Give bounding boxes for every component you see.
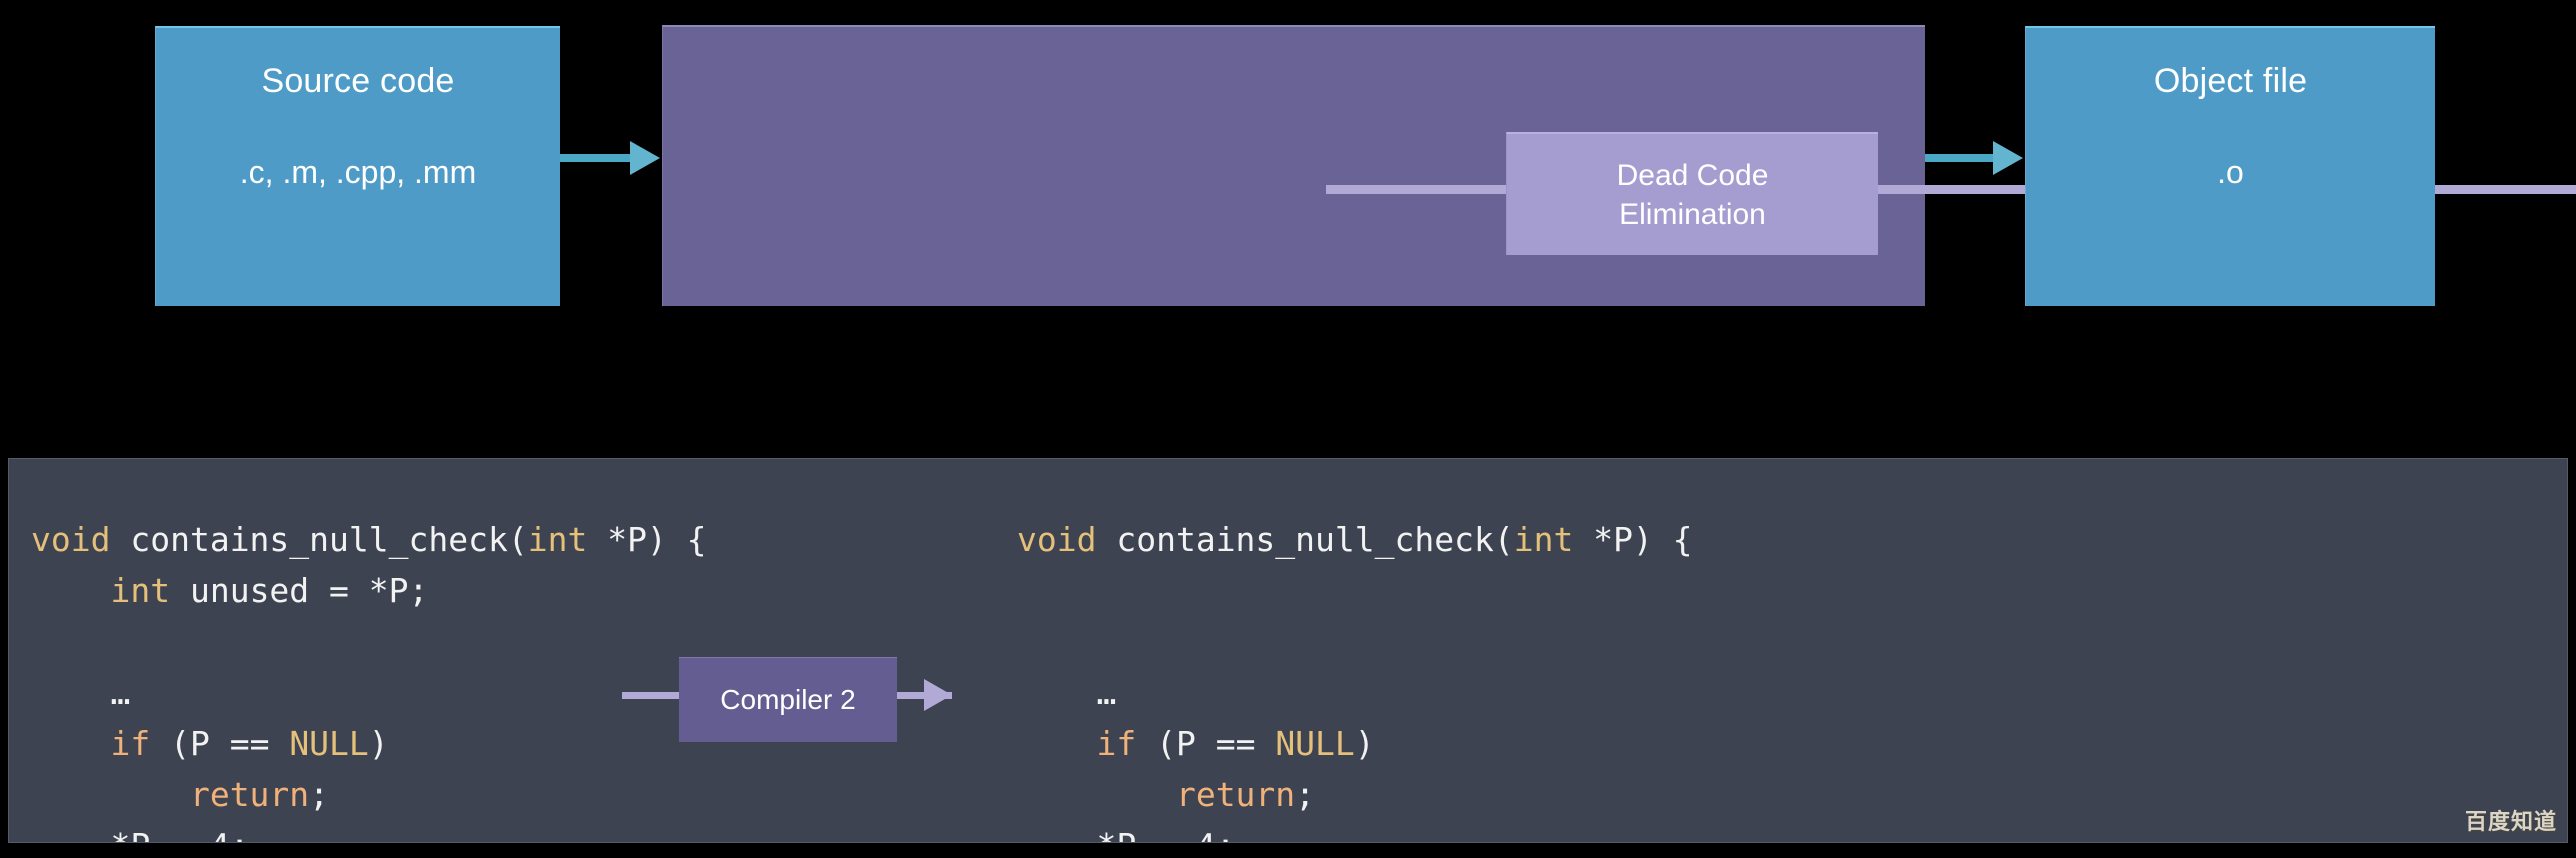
code-token: if xyxy=(110,724,151,763)
arrow-head xyxy=(1993,141,2023,175)
code-token: int xyxy=(110,571,171,610)
code-block-before: void contains_null_check(int *P) { int u… xyxy=(31,514,707,842)
code-token: void xyxy=(1017,520,1097,559)
compiler2-output-arrow-head-icon xyxy=(924,679,952,711)
code-token: ; xyxy=(1295,775,1316,814)
code-token: … xyxy=(1017,673,1117,712)
source-code-box: Source code .c, .m, .cpp, .mm xyxy=(155,26,560,306)
pass-box-dead-code-elimination: Dead Code Elimination xyxy=(1506,132,1878,255)
code-token: return xyxy=(189,775,310,814)
pass-label-line1: Dead Code xyxy=(1616,158,1769,192)
code-token: *P = 4; xyxy=(1017,826,1235,842)
compiler2-box: Compiler 2 xyxy=(679,657,897,742)
compiler-passes-container: Dead Code Elimination Redundant Null Che… xyxy=(662,25,2576,306)
code-token: NULL xyxy=(1275,724,1355,763)
code-token: contains_null_check( xyxy=(110,520,528,559)
arrow-shaft xyxy=(1925,154,1995,162)
compiler2-label: Compiler 2 xyxy=(720,684,856,715)
object-file-title: Object file xyxy=(2153,62,2308,100)
compiler-pipeline-diagram: Source code .c, .m, .cpp, .mm Dead Code … xyxy=(155,25,2576,306)
code-token: contains_null_check( xyxy=(1096,520,1514,559)
code-token: int xyxy=(527,520,588,559)
object-file-extension: .o xyxy=(2217,154,2244,190)
code-token: ) xyxy=(368,724,389,763)
code-token: (P == xyxy=(150,724,290,763)
code-token: int xyxy=(1513,520,1574,559)
code-token: NULL xyxy=(289,724,369,763)
compiler2-output-arrow-shaft xyxy=(897,692,952,699)
code-token: if xyxy=(1096,724,1137,763)
code-token: ; xyxy=(309,775,330,814)
arrow-shaft xyxy=(560,154,632,162)
pipeline-line-middle xyxy=(1875,185,2037,194)
pipeline-line-left xyxy=(1326,185,1508,194)
code-token: return xyxy=(1175,775,1296,814)
arrow-compiler-to-object-icon xyxy=(1925,141,2025,175)
code-token: *P = 4; xyxy=(31,826,249,842)
source-code-title: Source code xyxy=(261,62,455,100)
code-comparison-panel: void contains_null_check(int *P) { int u… xyxy=(8,458,2568,843)
code-token xyxy=(31,571,110,610)
pipeline-line-right xyxy=(2395,185,2576,194)
arrow-source-to-compiler-icon xyxy=(560,141,662,175)
object-file-box: Object file .o xyxy=(2025,26,2435,306)
code-token: … xyxy=(31,673,131,712)
code-token: *P) { xyxy=(587,520,707,559)
code-token xyxy=(31,724,110,763)
code-token xyxy=(1017,775,1176,814)
pass-label-line2: Elimination xyxy=(1619,197,1766,231)
code-token: (P == xyxy=(1136,724,1276,763)
code-token: *P) { xyxy=(1573,520,1693,559)
code-token: ) xyxy=(1354,724,1375,763)
arrow-head xyxy=(630,141,660,175)
code-token: void xyxy=(31,520,111,559)
source-code-extensions: .c, .m, .cpp, .mm xyxy=(239,154,477,190)
code-token xyxy=(1017,724,1096,763)
code-token xyxy=(31,775,190,814)
watermark: 百度知道 xyxy=(2464,810,2557,835)
code-block-after: void contains_null_check(int *P) { … if … xyxy=(1017,514,1693,842)
code-token: unused = *P; xyxy=(170,571,429,610)
